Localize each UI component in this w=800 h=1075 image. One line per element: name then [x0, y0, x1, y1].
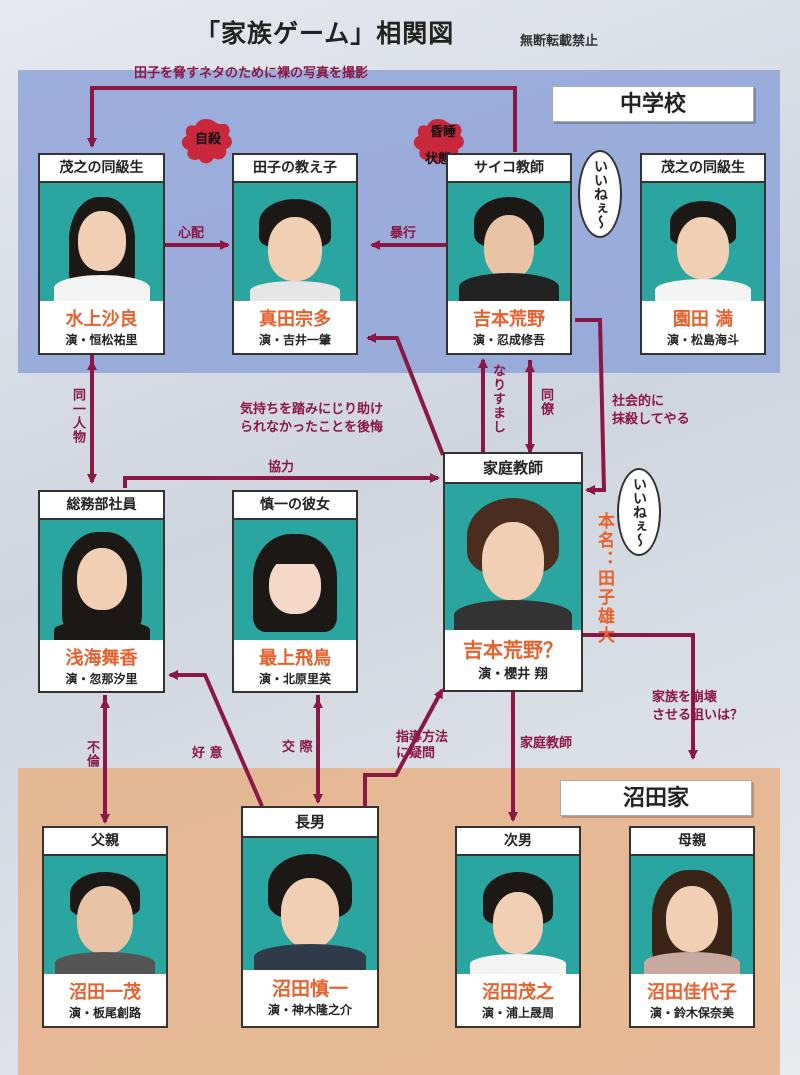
role-label: 田子の教え子: [234, 155, 356, 183]
person-card-souta[interactable]: 田子の教え子 真田宗多 演・吉井一肇: [232, 153, 358, 355]
actor-name: 演・浦上晟周: [481, 1006, 554, 1020]
actor-name: 演・恒松祐里: [65, 333, 138, 347]
role-label: 次男: [457, 828, 579, 856]
person-card-mitsuru[interactable]: 茂之の同級生 園田 満 演・松島海斗: [640, 153, 766, 355]
arrow-koui: [168, 670, 264, 807]
actor-name: 演・板尾創路: [68, 1006, 141, 1020]
arrow-kyouryoku: [123, 473, 440, 488]
character-name: 真田宗多: [259, 309, 331, 330]
blood-splat-icon: [181, 119, 232, 164]
character-name: 沼田一茂: [69, 982, 141, 1003]
actor-name: 演・忽那汐里: [65, 672, 138, 686]
role-label: 家庭教師: [445, 454, 581, 484]
label-bouko: 暴行: [390, 226, 417, 241]
label-regret-line2: られなかったことを後悔: [240, 420, 384, 435]
actor-name: 演・北原里英: [258, 672, 331, 686]
label-katei: 家庭教師: [520, 736, 573, 751]
person-card-shigeyuki[interactable]: 次男 沼田茂之 演・浦上晟周: [455, 826, 581, 1028]
role-label: サイコ教師: [448, 155, 570, 183]
label-douryou: 同僚: [538, 388, 553, 416]
character-name: 沼田茂之: [482, 982, 554, 1003]
character-name: 水上沙良: [65, 309, 138, 330]
speech-bubble-psycho: いいねぇ〜: [578, 150, 622, 238]
portrait-photo: [631, 856, 753, 974]
portrait-photo: [234, 183, 356, 301]
character-name: 園田 満: [672, 309, 734, 330]
role-label: 父親: [44, 828, 166, 856]
coma-label-line1: 昏睡: [429, 125, 456, 140]
person-card-asuka[interactable]: 慎一の彼女 最上飛鳥 演・北原里英: [232, 490, 358, 693]
label-real-name: 本名：田子雄大: [594, 512, 614, 645]
label-massatsu-line1: 社会的に: [612, 394, 665, 409]
role-label: 長男: [243, 808, 377, 838]
portrait-photo: [243, 838, 377, 970]
label-narisumashi: なりすまし: [490, 364, 505, 434]
actor-name: 演・鈴木保奈美: [649, 1006, 734, 1020]
label-regret-line1: 気持ちを踏みにじり助け: [240, 402, 384, 417]
label-massatsu-line2: 抹殺してやる: [612, 412, 690, 427]
role-label: 茂之の同級生: [40, 155, 163, 183]
portrait-photo: [234, 520, 356, 640]
arrow-shidou: [363, 688, 444, 806]
arrow-destroy: [583, 633, 698, 760]
arrow-photo: [87, 86, 517, 152]
person-card-sara[interactable]: 茂之の同級生 水上沙良 演・恒松祐里: [38, 153, 165, 355]
label-koui: 好 意: [192, 746, 223, 761]
label-shidou-line1: 指導方法: [396, 730, 449, 745]
label-shidou-line2: に疑問: [396, 746, 436, 761]
character-name: 最上飛鳥: [259, 648, 331, 669]
role-label: 総務部社員: [40, 492, 163, 520]
portrait-photo: [445, 484, 581, 630]
character-name: 沼田慎一: [271, 978, 348, 1000]
role-label: 母親: [631, 828, 753, 856]
person-card-shinichi[interactable]: 長男 沼田慎一 演・神木隆之介: [241, 806, 379, 1028]
label-furin: 不倫: [84, 740, 99, 768]
portrait-photo: [448, 183, 570, 301]
school-zone-label: 中学校: [552, 86, 754, 122]
blood-splat-icon: [413, 119, 464, 164]
copyright-notice: 無断転載禁止: [520, 34, 599, 49]
label-destroy-line1: 家族を崩壊: [652, 690, 718, 705]
character-name: 吉本荒野: [473, 309, 545, 330]
actor-name: 演・松島海斗: [666, 333, 739, 347]
person-card-tutor[interactable]: 家庭教師 吉本荒野？ 演・櫻井 翔: [443, 452, 583, 692]
person-card-kayoko[interactable]: 母親 沼田佳代子 演・鈴木保奈美: [629, 826, 755, 1028]
arrow-massatsu: [575, 318, 607, 495]
portrait-photo: [44, 856, 166, 974]
portrait-photo: [457, 856, 579, 974]
coma-label-line2: 状態: [424, 152, 451, 167]
actor-name: 演・神木隆之介: [267, 1003, 352, 1017]
person-card-kazushige[interactable]: 父親 沼田一茂 演・板尾創路: [42, 826, 168, 1028]
role-label: 慎一の彼女: [234, 492, 356, 520]
actor-name: 演・忍成修吾: [472, 333, 545, 347]
character-name: 沼田佳代子: [647, 982, 737, 1003]
label-kousai: 交 際: [282, 740, 313, 755]
label-photo-blackmail: 田子を脅すネタのために裸の写真を撮影: [134, 66, 369, 81]
role-label: 茂之の同級生: [642, 155, 764, 183]
suicide-label: 自殺: [194, 132, 221, 147]
actor-name: 演・吉井一肇: [258, 333, 331, 347]
person-card-maika[interactable]: 総務部社員 浅海舞香 演・忽那汐里: [38, 490, 165, 693]
arrow-regret: [366, 333, 445, 456]
portrait-photo: [40, 520, 163, 640]
label-shinpai: 心配: [178, 226, 205, 241]
page-title: 「家族ゲーム」相関図: [195, 19, 455, 48]
label-same-person: 同一人物: [70, 388, 85, 444]
family-zone-label: 沼田家: [560, 780, 752, 816]
label-destroy-line2: させる狙いは？: [652, 708, 744, 723]
person-card-psycho-teacher[interactable]: サイコ教師 吉本荒野 演・忍成修吾: [446, 153, 572, 355]
portrait-photo: [642, 183, 764, 301]
label-kyouryoku: 協力: [268, 460, 295, 475]
speech-bubble-tutor: いいねぇ〜: [617, 468, 661, 556]
actor-name: 演・櫻井 翔: [478, 667, 548, 682]
portrait-photo: [40, 183, 163, 301]
character-name: 吉本荒野？: [463, 638, 563, 662]
character-name: 浅海舞香: [65, 648, 138, 669]
